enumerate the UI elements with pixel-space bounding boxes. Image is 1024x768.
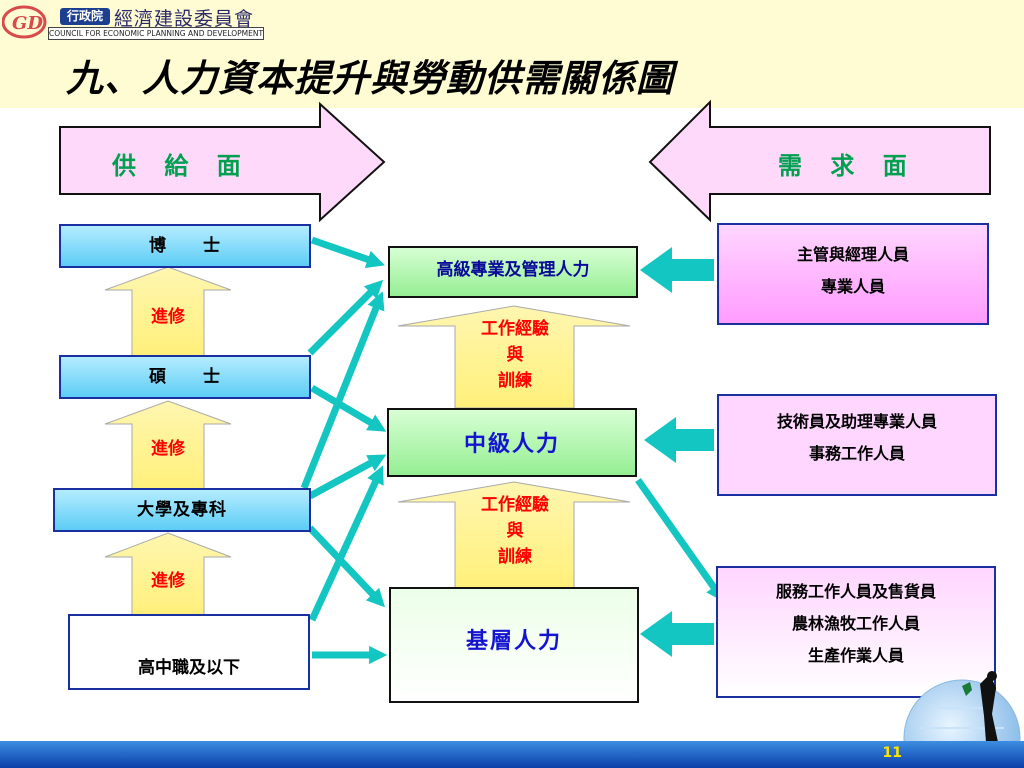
footer-bar: 11	[0, 741, 1024, 768]
middle-box-bg	[387, 408, 637, 477]
experience-line2: 與	[506, 521, 524, 541]
org-english-name: COUNCIL FOR ECONOMIC PLANNING AND DEVELO…	[48, 27, 264, 40]
experience-arrow-lower	[397, 481, 631, 589]
page-title: 九、人力資本提升與勞動供需關係圖	[66, 56, 674, 100]
experience-line3: 訓練	[498, 371, 532, 391]
demand-item: 主管與經理人員	[796, 245, 909, 264]
connector-phd-senior	[310, 236, 385, 268]
demand-arrow	[648, 99, 991, 223]
edu-high-school: 高中職及以下	[68, 614, 310, 690]
connector-college-middle	[308, 454, 387, 500]
supply-arrow	[59, 101, 386, 223]
supply-label: 供 給 面	[112, 151, 251, 180]
experience-arrow-upper	[397, 305, 631, 409]
level-basic: 基層人力	[465, 628, 562, 654]
edu-phd: 博 士	[59, 224, 311, 268]
demand-group-technical: 技術員及助理專業人員 事務工作人員	[717, 394, 997, 496]
svg-text:GD: GD	[12, 13, 43, 34]
advance-label-3: 進修	[151, 571, 185, 591]
advance-arrow-college	[104, 532, 232, 617]
connector-master-middle	[310, 384, 387, 432]
experience-line1: 工作經驗	[481, 495, 549, 515]
advance-label-1: 進修	[151, 307, 185, 327]
connector-master-senior	[307, 279, 384, 356]
demand-item: 技術員及助理專業人員	[776, 412, 937, 431]
experience-line2: 與	[506, 345, 524, 365]
level-middle: 中級人力	[463, 431, 560, 457]
connector-college-senior	[300, 291, 385, 490]
level-senior: 高級專業及管理人力	[436, 260, 590, 280]
demand-item: 專業人員	[820, 277, 885, 296]
connector-highschool-middle	[308, 465, 384, 622]
advance-label-2: 進修	[151, 439, 185, 459]
advance-arrow-master	[104, 400, 232, 491]
connector-college-basic	[307, 525, 386, 608]
demand-arrow-basic	[640, 611, 714, 657]
org-logo: GD 行政院 經濟建設委員會 COUNCIL FOR ECONOMIC PLAN…	[2, 2, 264, 40]
basic-box-bg	[389, 587, 639, 703]
header-band: GD 行政院 經濟建設委員會 COUNCIL FOR ECONOMIC PLAN…	[0, 0, 1024, 108]
demand-item: 農林漁牧工作人員	[791, 614, 920, 633]
senior-box-bg	[388, 246, 638, 298]
demand-group-service: 服務工作人員及售貨員 農林漁牧工作人員 生產作業人員	[716, 566, 996, 698]
experience-label-lower: 工作經驗 與 訓練	[455, 492, 575, 570]
org-tag: 行政院	[60, 8, 110, 25]
experience-line1: 工作經驗	[481, 319, 549, 339]
org-name: 經濟建設委員會	[114, 8, 255, 30]
demand-item: 生產作業人員	[807, 646, 904, 665]
demand-item: 事務工作人員	[808, 444, 905, 463]
demand-arrow-middle	[644, 417, 714, 463]
globe-decoration-icon	[903, 671, 1021, 742]
experience-label-upper: 工作經驗 與 訓練	[455, 316, 575, 394]
demand-item: 服務工作人員及售貨員	[775, 582, 936, 601]
connector-basic-demand3	[635, 477, 725, 602]
experience-line3: 訓練	[498, 547, 532, 567]
demand-label: 需 求 面	[778, 151, 917, 180]
demand-arrow-senior	[640, 247, 714, 293]
page-number: 11	[882, 745, 902, 761]
advance-arrow-phd	[104, 266, 232, 358]
edu-college: 大學及專科	[53, 488, 311, 532]
edu-master: 碩 士	[59, 355, 311, 399]
demand-group-management: 主管與經理人員 專業人員	[717, 223, 989, 325]
cepd-emblem-icon: GD	[2, 5, 47, 39]
